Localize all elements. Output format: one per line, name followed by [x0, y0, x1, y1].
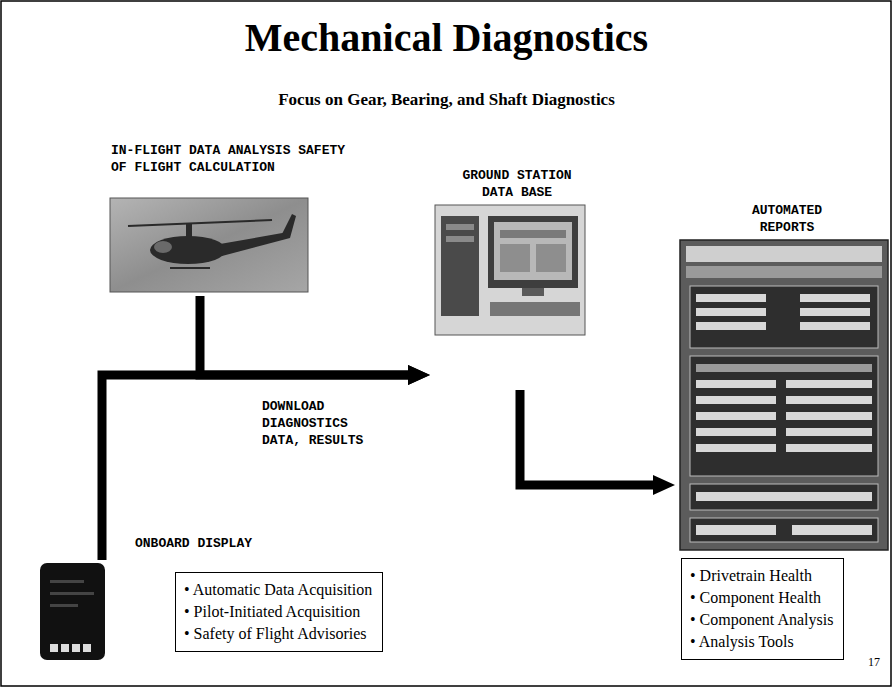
page-number: 17: [868, 655, 880, 670]
device-button: [50, 644, 58, 652]
helicopter-photo: [110, 198, 308, 292]
device-node: ONBOARD DISPLAY: [38, 560, 108, 662]
table-row: [696, 412, 776, 420]
drive-bay: [446, 236, 474, 242]
screen-window: [500, 230, 566, 238]
field: [696, 492, 872, 501]
table-row: [696, 428, 776, 436]
screenshot-node: AUTOMATED REPORTS: [675, 198, 891, 555]
field: [800, 294, 870, 302]
caption-text: AUTOMATED REPORTS: [737, 202, 837, 236]
table-row: [786, 428, 872, 436]
computer-tower: [441, 216, 479, 316]
data-flow-arrow: [520, 390, 655, 485]
monitor-screen: [494, 222, 572, 280]
table-row: [696, 396, 776, 404]
screen-line: [50, 580, 84, 583]
button: [696, 525, 776, 535]
photo-node: GROUND STATION DATA BASE: [430, 165, 600, 390]
field: [696, 322, 766, 330]
device-button: [61, 644, 69, 652]
bullet-item: • Pilot-Initiated Acquisition: [184, 601, 372, 623]
bullet-item: • Component Analysis: [690, 609, 833, 631]
field: [696, 308, 766, 316]
button: [792, 525, 872, 535]
tool-bar: [686, 266, 882, 278]
photo-ground: [435, 205, 585, 335]
caption-text: GROUND STATION DATA BASE: [450, 167, 584, 201]
screen-window: [500, 244, 530, 272]
connector-label: DOWNLOAD DIAGNOSTICS DATA, RESULTS: [262, 398, 380, 449]
bullet-item: • Analysis Tools: [690, 631, 833, 653]
title-bar: [686, 246, 882, 262]
bullet-box: • Drivetrain Health• Component Health• C…: [681, 558, 844, 660]
button-panel: [690, 518, 878, 542]
onboard-display-device: [40, 563, 105, 660]
field: [800, 322, 870, 330]
table-row: [786, 412, 872, 420]
device-button: [83, 644, 91, 652]
photo-ground: [110, 198, 308, 292]
field: [696, 294, 766, 302]
fuselage: [150, 236, 226, 264]
screen-window: [536, 244, 566, 272]
screen-line: [50, 592, 94, 595]
status-panel: [690, 484, 878, 510]
main-rotor: [128, 220, 272, 226]
table-header: [696, 364, 872, 372]
bullet-item: • Automatic Data Acquisition: [184, 579, 372, 601]
bullet-item: • Component Health: [690, 587, 833, 609]
tail-boom: [220, 232, 290, 256]
subtitle: Focus on Gear, Bearing, and Shaft Diagno…: [0, 90, 893, 110]
monitor-stand: [522, 288, 544, 296]
ground-station-photo: [435, 205, 585, 335]
data-flow-arrow: [200, 296, 410, 375]
bullet-item: • Drivetrain Health: [690, 565, 833, 587]
keyboard: [490, 302, 580, 316]
caption-text: ONBOARD DISPLAY: [135, 535, 252, 552]
bullet-item: • Safety of Flight Advisories: [184, 623, 372, 645]
table-row: [786, 444, 872, 452]
caption-text: IN-FLIGHT DATA ANALYSIS SAFETY OF FLIGHT…: [111, 142, 347, 176]
drive-bay: [446, 224, 474, 230]
table-row: [786, 396, 872, 404]
device-housing: [40, 563, 105, 660]
cockpit-window: [154, 241, 172, 253]
device-button: [72, 644, 80, 652]
field: [800, 308, 870, 316]
rotor-mast: [186, 224, 192, 238]
landing-gear: [170, 267, 210, 269]
slide-title: Mechanical Diagnostics: [0, 14, 893, 62]
report-screenshot: [680, 240, 888, 550]
table-row: [696, 444, 776, 452]
window-frame: [680, 240, 888, 550]
table-row: [786, 380, 872, 388]
screen-line: [50, 604, 78, 607]
tail-fin: [282, 214, 296, 238]
photo-node: IN-FLIGHT DATA ANALYSIS SAFETY OF FLIGHT…: [105, 140, 350, 296]
table-panel: [690, 356, 878, 476]
data-flow-arrow: [102, 375, 410, 560]
monitor: [488, 216, 578, 288]
info-panel: [690, 286, 878, 348]
bullet-box: • Automatic Data Acquisition• Pilot-Init…: [175, 572, 383, 652]
table-row: [696, 380, 776, 388]
